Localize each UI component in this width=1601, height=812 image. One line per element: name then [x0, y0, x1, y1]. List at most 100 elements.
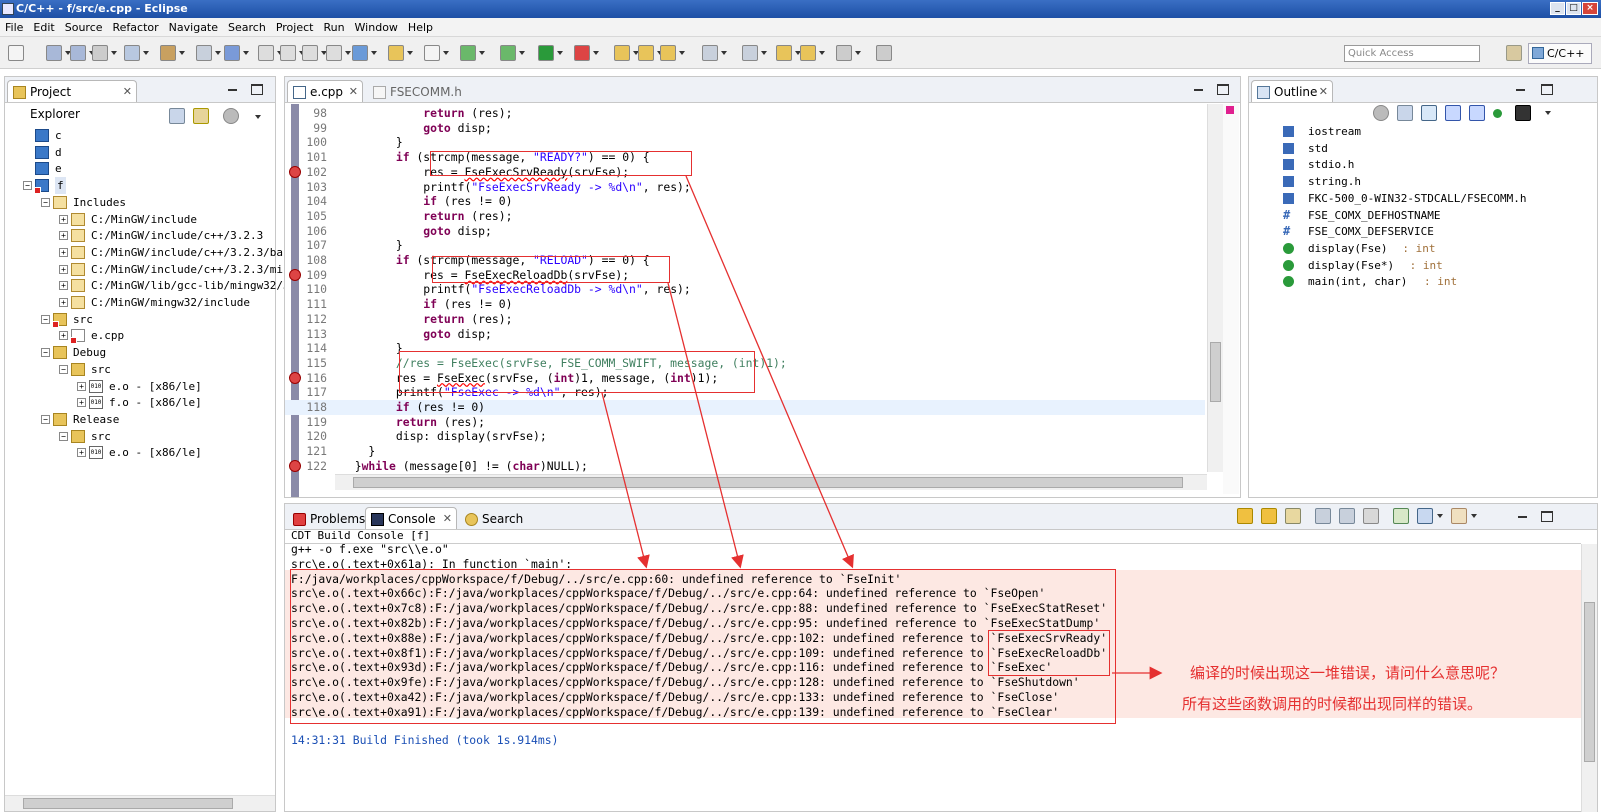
menu-window[interactable]: Window	[354, 21, 398, 34]
menu-edit[interactable]: Edit	[33, 21, 55, 34]
expand-icon[interactable]: +	[77, 448, 86, 458]
hide-static-members-icon[interactable]	[1445, 105, 1461, 121]
display-console-icon[interactable]	[1417, 508, 1433, 524]
new-class-dropdown-icon[interactable]	[371, 51, 377, 55]
code-line[interactable]: 107 }	[285, 238, 1205, 253]
minimize-panel-icon[interactable]	[1517, 511, 1529, 522]
outline-item[interactable]: std	[1269, 140, 1589, 157]
editor-vertical-scrollbar[interactable]	[1207, 104, 1223, 472]
menu-source[interactable]: Source	[64, 21, 103, 34]
tab-search[interactable]: Search	[459, 507, 529, 529]
expand-icon[interactable]: +	[77, 381, 86, 391]
error-marker-icon[interactable]	[289, 268, 301, 281]
copy-icon[interactable]	[302, 45, 318, 61]
menu-navigate[interactable]: Navigate	[168, 21, 219, 34]
run-dropdown-icon[interactable]	[557, 51, 563, 55]
new-source-dropdown-icon[interactable]	[479, 51, 485, 55]
code-line[interactable]: 111 if (res != 0)	[285, 297, 1205, 312]
maximize-panel-icon[interactable]	[251, 84, 263, 95]
code-line[interactable]: 114 }	[285, 341, 1205, 356]
menu-help[interactable]: Help	[407, 21, 433, 34]
error-marker-icon[interactable]	[289, 459, 301, 472]
collapse-all-icon[interactable]	[169, 108, 185, 124]
hide-fields-icon[interactable]	[1373, 105, 1389, 121]
run-external-icon[interactable]	[574, 45, 590, 61]
edit-dropdown-icon[interactable]	[679, 51, 685, 55]
outline-item[interactable]: FKC-500_0-WIN32-STDCALL/FSECOMM.h	[1269, 190, 1589, 207]
tab-outline[interactable]: Outline ✕	[1251, 80, 1333, 102]
paste-icon[interactable]	[326, 45, 342, 61]
code-line[interactable]: 120 disp: display(srvFse);	[285, 429, 1205, 444]
view-menu-icon[interactable]	[255, 115, 261, 119]
code-line[interactable]: 110 printf("FseExecReloadDb -> %d\n", re…	[285, 282, 1205, 297]
hide-non-public-icon[interactable]	[1469, 105, 1485, 121]
code-line[interactable]: 121 }	[285, 444, 1205, 459]
link-with-editor-icon[interactable]	[193, 108, 209, 124]
build-icon[interactable]	[160, 45, 176, 61]
print-icon[interactable]	[92, 45, 108, 61]
menu-file[interactable]: File	[5, 21, 24, 34]
build-all-dropdown-icon[interactable]	[215, 51, 221, 55]
open-console-icon[interactable]	[1451, 508, 1467, 524]
outline-item[interactable]: stdio.h	[1269, 156, 1589, 173]
expand-icon[interactable]: +	[77, 398, 86, 408]
tree-item[interactable]: +e.cpp	[5, 327, 273, 345]
tab-console[interactable]: Console ✕	[365, 507, 457, 529]
pin-console-icon[interactable]	[1393, 508, 1409, 524]
tree-item[interactable]: +C:/MinGW/include/c++/3.2.3	[5, 227, 273, 244]
maximize-window-button[interactable]: □	[1566, 2, 1581, 15]
sort-alphabetically-icon[interactable]	[1421, 105, 1437, 121]
tree-item[interactable]: d	[5, 144, 273, 161]
minimize-window-button[interactable]: _	[1550, 2, 1565, 15]
tree-item[interactable]: −src	[5, 311, 273, 328]
new-icon[interactable]	[8, 45, 24, 61]
pin-icon[interactable]	[876, 45, 892, 61]
project-explorer-horizontal-scrollbar[interactable]	[5, 795, 275, 811]
save-icon[interactable]	[46, 45, 62, 61]
code-line[interactable]: 112 return (res);	[285, 312, 1205, 327]
close-tab-icon[interactable]: ✕	[122, 85, 132, 98]
tab-project-explorer[interactable]: Project Explorer ✕	[7, 80, 137, 121]
back-icon[interactable]	[800, 45, 816, 61]
new-folder-dropdown-icon[interactable]	[407, 51, 413, 55]
perspective-cpp-button[interactable]: C/C++	[1528, 43, 1592, 64]
build-all-icon[interactable]	[196, 45, 212, 61]
new-folder-icon[interactable]	[388, 45, 404, 61]
code-line[interactable]: 102 res = FseExecSrvReady(srvFse);	[285, 165, 1205, 180]
tab-problems[interactable]: Problems	[287, 507, 365, 529]
build-dropdown-icon[interactable]	[179, 51, 185, 55]
code-line[interactable]: 98 return (res);	[285, 106, 1205, 121]
tree-item[interactable]: −Release	[5, 411, 273, 428]
next-annotation-icon[interactable]	[702, 45, 718, 61]
tree-item[interactable]: −Debug	[5, 344, 273, 361]
expand-icon[interactable]: +	[59, 247, 68, 257]
error-marker-icon[interactable]	[289, 165, 301, 178]
tree-item[interactable]: −Includes	[5, 194, 273, 211]
debug-icon[interactable]	[500, 45, 516, 61]
maximize-panel-icon[interactable]	[1217, 84, 1229, 95]
expand-icon[interactable]: +	[59, 281, 68, 291]
run-external-dropdown-icon[interactable]	[593, 51, 599, 55]
collapse-icon[interactable]: −	[41, 314, 50, 324]
new-file-dropdown-icon[interactable]	[443, 51, 449, 55]
outline-item[interactable]: #FSE_COMX_DEFSERVICE	[1269, 223, 1589, 240]
expand-icon[interactable]: +	[59, 231, 68, 241]
scroll-thumb[interactable]	[23, 798, 233, 809]
print-dropdown-icon[interactable]	[111, 51, 117, 55]
open-type-icon[interactable]	[638, 45, 654, 61]
menu-project[interactable]: Project	[275, 21, 314, 34]
maximize-panel-icon[interactable]	[1541, 84, 1553, 95]
outline-item[interactable]: iostream	[1269, 123, 1589, 140]
error-marker-icon[interactable]	[289, 371, 301, 384]
open-perspective-icon[interactable]	[1506, 45, 1522, 61]
code-line[interactable]: 100 }	[285, 135, 1205, 150]
code-line[interactable]: 108 if (strcmp(message, "RELOAD") == 0) …	[285, 253, 1205, 268]
open-console-dropdown-icon[interactable]	[1471, 514, 1477, 518]
view-menu-icon[interactable]	[1545, 111, 1551, 115]
minimize-panel-icon[interactable]	[227, 84, 239, 95]
collapse-icon[interactable]: −	[59, 431, 68, 441]
tab-e-cpp[interactable]: e.cpp ✕	[287, 80, 363, 102]
close-tab-icon[interactable]: ✕	[1318, 85, 1328, 98]
